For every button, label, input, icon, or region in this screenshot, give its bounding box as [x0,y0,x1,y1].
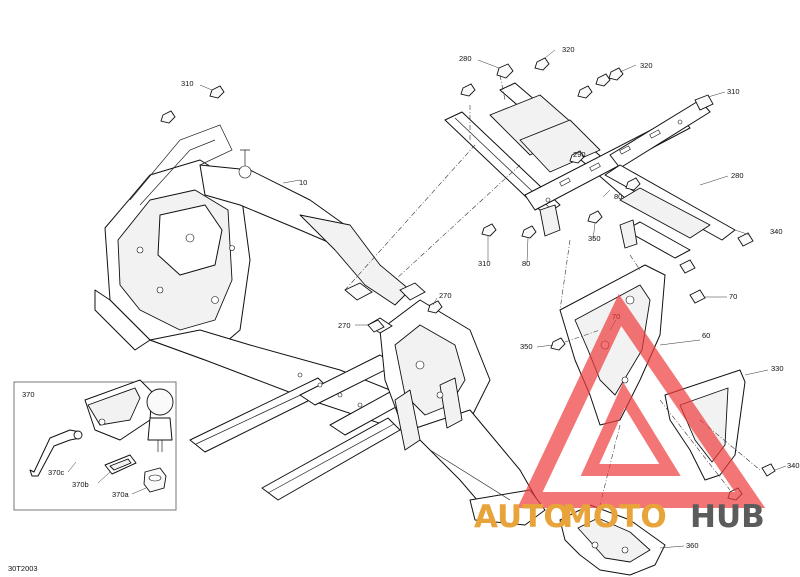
watermark-hub: HUB [690,499,765,535]
callout-80-center: 80 [522,259,530,268]
watermark: AUTO MOTO HUB [474,293,766,535]
callout-360: 360 [686,541,699,550]
hitch-ball-icon [146,388,174,416]
subframe-slots [545,119,683,203]
callout-350-top: 350 [588,234,601,243]
inset-part-370a: 370a [112,490,130,499]
frame-holes [136,165,444,408]
fasteners [160,57,776,501]
callout-270-upper: 270 [439,291,452,300]
rear-subframe [444,82,736,259]
watermark-moto: MOTO [562,499,667,535]
drawing-code: 30T2003 [8,564,38,573]
callout-10: 10 [299,178,307,187]
callout-320-top: 320 [562,45,575,54]
watermark-auto: AUTO [474,499,570,535]
callout-340-top: 340 [770,227,783,236]
lower-bracket [559,504,666,576]
callout-70-right: 70 [729,292,737,301]
leader-lines [199,49,787,549]
callout-310-center: 310 [478,259,491,268]
callout-320-right: 320 [640,61,653,70]
callout-310-front: 310 [181,79,194,88]
main-frame [94,124,546,526]
callout-270-lower: 270 [338,321,351,330]
inset-label: 370 [22,390,35,399]
callout-60: 60 [702,331,710,340]
callout-330: 330 [771,364,784,373]
callout-80-right: 80 [614,192,622,201]
callout-350-bottom: 350 [520,342,533,351]
callout-290: 290 [573,150,586,159]
inset-part-370b: 370b [72,480,89,489]
callout-310-right: 310 [727,87,740,96]
callout-280-right: 280 [731,171,744,180]
hitch-inset: 370 370c 370b 370a [13,379,177,511]
inset-part-370c: 370c [48,468,65,477]
callout-280-top: 280 [459,54,472,63]
callout-340-bottom: 340 [787,461,800,470]
watermark-triangle-icon [517,293,766,508]
